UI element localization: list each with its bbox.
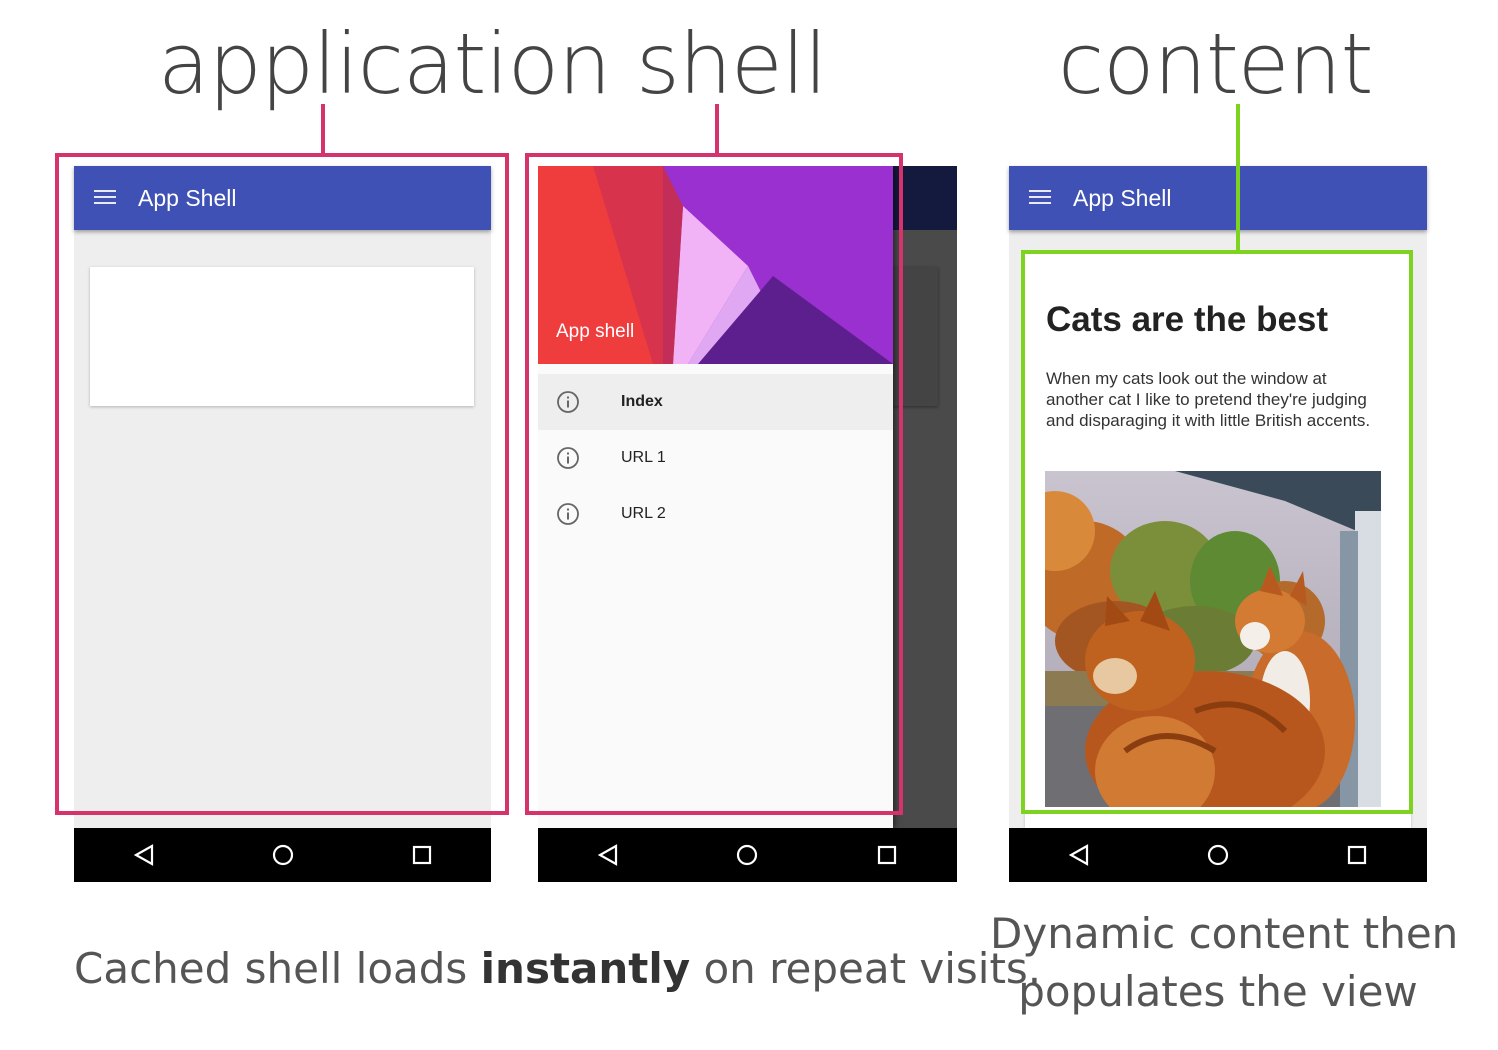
drawer-item-label: URL 2	[621, 505, 666, 522]
home-icon[interactable]	[735, 843, 759, 867]
navigation-drawer: App shell Index URL 1 URL 2	[538, 166, 893, 828]
drawer-item-index[interactable]: Index	[538, 374, 893, 430]
caption-content: Dynamic content then populates the view	[990, 905, 1459, 1021]
app-bar-title: App Shell	[1073, 185, 1172, 211]
android-nav-bar	[538, 828, 957, 882]
menu-icon[interactable]	[1029, 190, 1051, 204]
drawer-item-url-2[interactable]: URL 2	[538, 486, 893, 542]
caption-shell-bold: instantly	[480, 944, 691, 993]
drawer-item-label: URL 1	[621, 449, 666, 466]
caption-shell-post: on repeat visits.	[690, 944, 1042, 993]
content-heading: content	[1058, 15, 1374, 113]
phone-app-shell-drawer: App shell Index URL 1 URL 2	[538, 166, 957, 882]
caption-shell: Cached shell loads instantly on repeat v…	[74, 948, 1041, 990]
recents-icon[interactable]	[875, 843, 899, 867]
back-icon[interactable]	[132, 843, 156, 867]
phone-app-shell-empty: App Shell	[74, 166, 491, 882]
caption-content-line-1: Dynamic content then	[990, 909, 1459, 958]
android-nav-bar	[1009, 828, 1427, 882]
drawer-header: App shell	[538, 166, 893, 364]
info-icon	[557, 391, 579, 413]
back-icon[interactable]	[1067, 843, 1091, 867]
info-icon	[557, 447, 579, 469]
caption-shell-pre: Cached shell loads	[74, 944, 481, 993]
app-bar: App Shell	[74, 166, 491, 230]
info-icon	[557, 503, 579, 525]
home-icon[interactable]	[271, 843, 295, 867]
content-card: Cats are the best When my cats look out …	[1025, 252, 1411, 828]
android-nav-bar	[74, 828, 491, 882]
drawer-item-label: Index	[621, 393, 663, 410]
drawer-header-title: App shell	[556, 321, 635, 342]
card-title: Cats are the best	[1046, 300, 1329, 339]
recents-icon[interactable]	[410, 843, 434, 867]
home-icon[interactable]	[1206, 843, 1230, 867]
drawer-item-url-1[interactable]: URL 1	[538, 430, 893, 486]
card-body: When my cats look out the window at anot…	[1046, 369, 1371, 430]
menu-icon[interactable]	[94, 190, 116, 204]
placeholder-card	[90, 267, 474, 406]
back-icon[interactable]	[596, 843, 620, 867]
caption-content-line-2: populates the view	[1018, 967, 1418, 1016]
app-bar-title: App Shell	[138, 185, 237, 211]
phone-content: App Shell Cats are the best When my cats…	[1009, 166, 1427, 882]
cats-photo	[1045, 471, 1381, 807]
application-shell-heading: application shell	[158, 15, 827, 113]
app-bar: App Shell	[1009, 166, 1427, 230]
recents-icon[interactable]	[1345, 843, 1369, 867]
